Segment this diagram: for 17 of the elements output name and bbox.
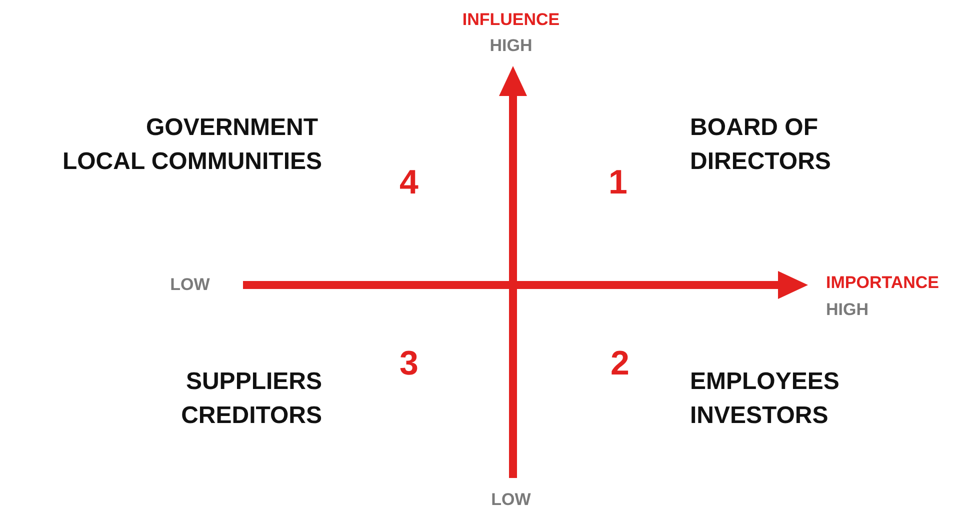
axis-end-label: LOW — [491, 490, 531, 510]
stakeholder-label: INVESTORS — [690, 402, 828, 430]
stakeholder-label: SUPPLIERS — [186, 368, 322, 396]
stakeholder-label: EMPLOYEES — [690, 368, 840, 396]
axis-end-label: HIGH — [826, 300, 868, 320]
quadrant-number: 1 — [608, 163, 628, 203]
stakeholder-label: LOCAL COMMUNITIES — [62, 148, 322, 176]
stakeholder-label: BOARD OF DIRECTORS — [690, 113, 832, 177]
axis-end-label: HIGH — [490, 36, 532, 56]
quadrant-number: 3 — [400, 344, 418, 384]
quadrant-number: 2 — [610, 344, 630, 384]
axis-title: IMPORTANCE — [826, 273, 940, 293]
quadrant-number: 4 — [400, 163, 418, 203]
stakeholder-label: CREDITORS — [181, 402, 322, 430]
axis-title: INFLUENCE — [462, 10, 560, 30]
axis-end-label: LOW — [170, 275, 210, 295]
stakeholder-label: GOVERNMENT — [146, 114, 318, 142]
